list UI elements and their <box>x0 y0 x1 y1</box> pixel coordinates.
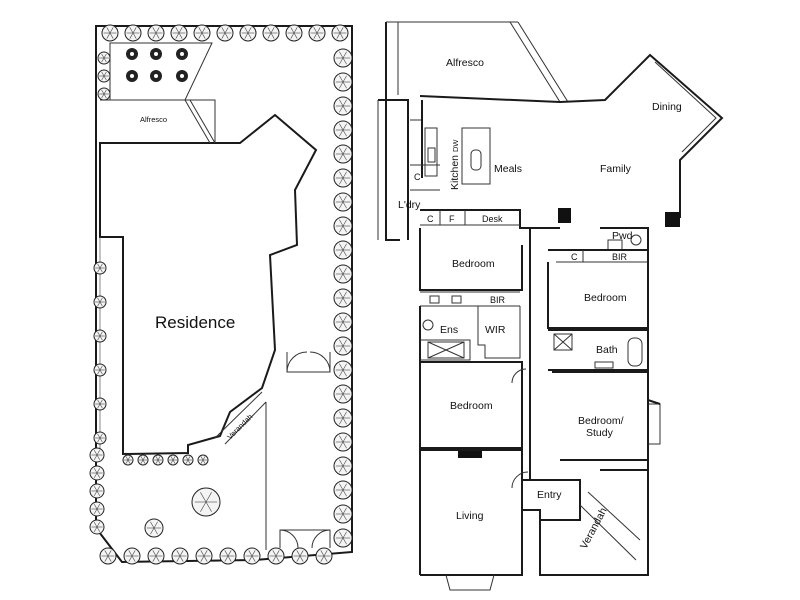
family-outline <box>419 53 724 218</box>
bedroom-2-outline <box>547 262 649 329</box>
label-bir-2: BIR <box>612 252 628 262</box>
room-label-meals: Meals <box>494 163 522 175</box>
room-label-dining: Dining <box>652 101 682 113</box>
alfresco-outline <box>385 22 400 241</box>
label-desk: Desk <box>482 214 503 224</box>
room-label-bedroom-study-2: Study <box>586 427 614 439</box>
room-label-wir: WIR <box>485 324 506 336</box>
room-label-bedroom-1: Bedroom <box>452 258 495 270</box>
site-shrubs <box>126 48 188 82</box>
room-label-bath: Bath <box>596 344 618 356</box>
side-gate <box>286 352 331 373</box>
alfresco-zone <box>100 99 216 143</box>
site-alfresco-label: Alfresco <box>140 115 167 124</box>
room-label-verandah: Verandah <box>578 506 610 551</box>
room-label-pwd: Pwd <box>612 230 633 242</box>
kitchen-island <box>461 127 491 185</box>
room-label-living: Living <box>456 510 484 522</box>
site-verandah-label: Verandah <box>225 412 254 441</box>
room-label-bedroom-main: Bedroom <box>450 400 493 412</box>
entry-outline <box>522 479 581 521</box>
room-label-laundry: L'dry <box>398 199 421 211</box>
room-label-ensuite: Ens <box>440 324 458 336</box>
label-bir-1: BIR <box>490 295 506 305</box>
bath-outline <box>548 329 649 371</box>
label-f-hall: F <box>449 214 455 224</box>
room-label-bedroom-study: Bedroom/ <box>578 415 624 427</box>
room-label-kitchen: Kitchen <box>449 155 461 190</box>
residence-label: Residence <box>155 313 235 332</box>
room-label-family: Family <box>600 163 632 175</box>
label-c-hall: C <box>427 214 434 224</box>
site-trees <box>89 24 353 565</box>
bedroom-main-outline <box>420 361 523 449</box>
site-plan: Residence Alfresco Verandah <box>89 24 353 565</box>
label-dw: DW <box>451 139 460 152</box>
front-gate <box>279 529 331 548</box>
room-label-bedroom-2: Bedroom <box>584 292 627 304</box>
room-label-entry: Entry <box>537 489 562 501</box>
lot-boundary <box>95 25 353 564</box>
residence-footprint <box>99 113 318 456</box>
label-c-laundry: C <box>414 172 421 182</box>
living-outline <box>420 449 523 576</box>
verandah-outline <box>539 469 649 576</box>
floor-plan: Alfresco Dining Family Meals Kitchen DW … <box>377 21 724 591</box>
room-label-alfresco: Alfresco <box>446 57 484 69</box>
label-c-bed2: C <box>571 252 578 262</box>
bedroom-1-outline <box>419 228 523 291</box>
